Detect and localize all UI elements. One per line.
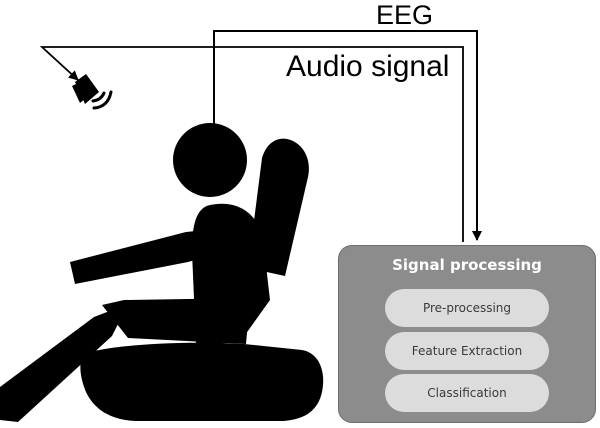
person-head-shape	[173, 123, 247, 197]
audio-signal-label: Audio signal	[286, 50, 450, 83]
person-arm-shape	[70, 228, 230, 284]
stage-feature-extraction: Feature Extraction	[385, 332, 549, 370]
seated-person-icon	[0, 123, 324, 422]
signal-processing-title: Signal processing	[392, 256, 542, 274]
stage-classification: Classification	[385, 374, 549, 412]
eeg-label: EEG	[376, 0, 434, 30]
person-lower-leg-shape	[0, 304, 128, 422]
signal-processing-box: Signal processing Pre-processing Feature…	[338, 245, 596, 423]
eeg-connection-line	[213, 30, 482, 241]
seat-cushion-shape	[80, 342, 324, 421]
person-thigh-shape	[102, 298, 250, 344]
stage-pre-processing: Pre-processing	[385, 289, 549, 327]
speaker-icon	[72, 74, 113, 110]
audio-signal-line	[39, 46, 464, 242]
